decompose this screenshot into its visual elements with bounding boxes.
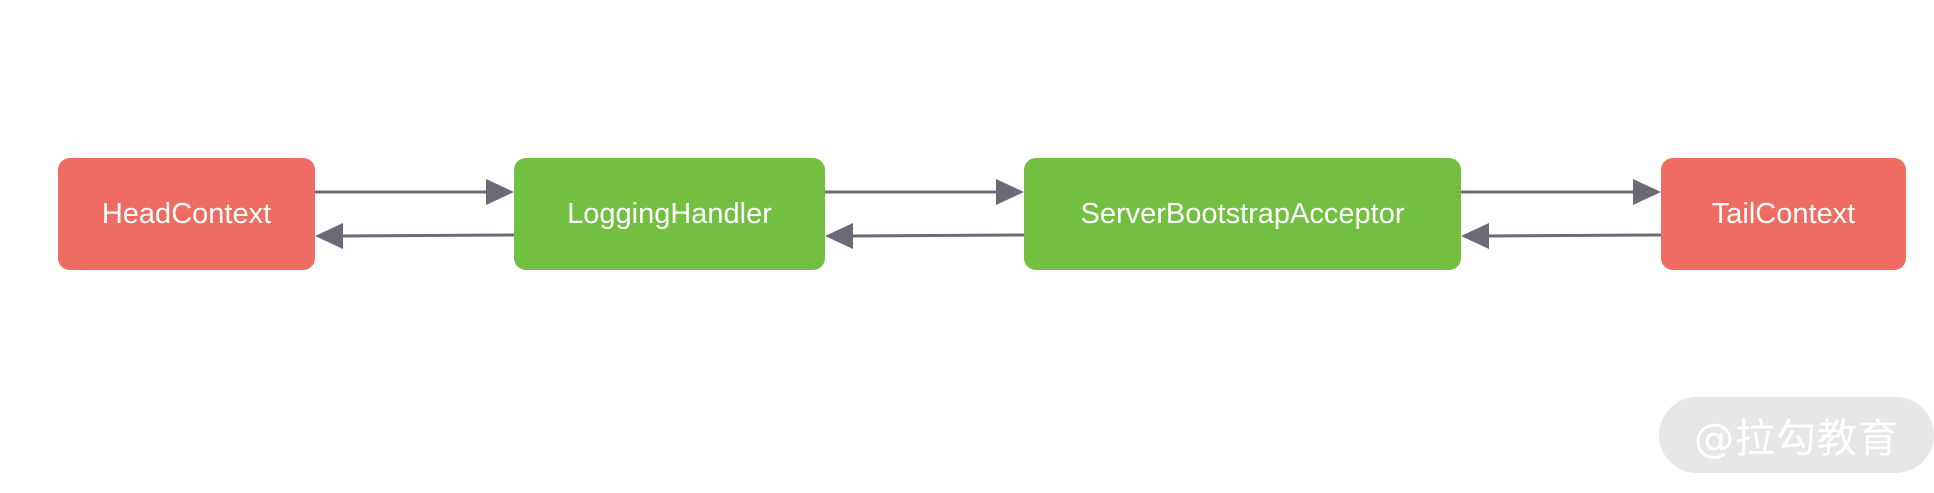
node-server-bootstrap-acceptor: ServerBootstrapAcceptor [1024,158,1461,270]
edge-acceptor-to-logging [825,223,1025,249]
watermark-text: @拉勾教育 [1694,416,1899,462]
node-logging-handler-label: LoggingHandler [567,197,772,230]
edge-tail-to-acceptor [1461,223,1662,249]
node-server-bootstrap-acceptor-label: ServerBootstrapAcceptor [1080,197,1405,230]
node-tail-context-label: TailContext [1711,197,1856,230]
node-tail-context: TailContext [1661,158,1906,270]
edge-logging-to-acceptor [825,179,1024,205]
watermark-badge: @拉勾教育 [1659,397,1934,473]
node-logging-handler: LoggingHandler [514,158,825,270]
node-head-context-label: HeadContext [101,197,272,230]
edge-logging-to-head [315,223,515,249]
edge-acceptor-to-tail [1461,179,1661,205]
node-head-context: HeadContext [58,158,315,270]
edge-head-to-logging [315,179,514,205]
